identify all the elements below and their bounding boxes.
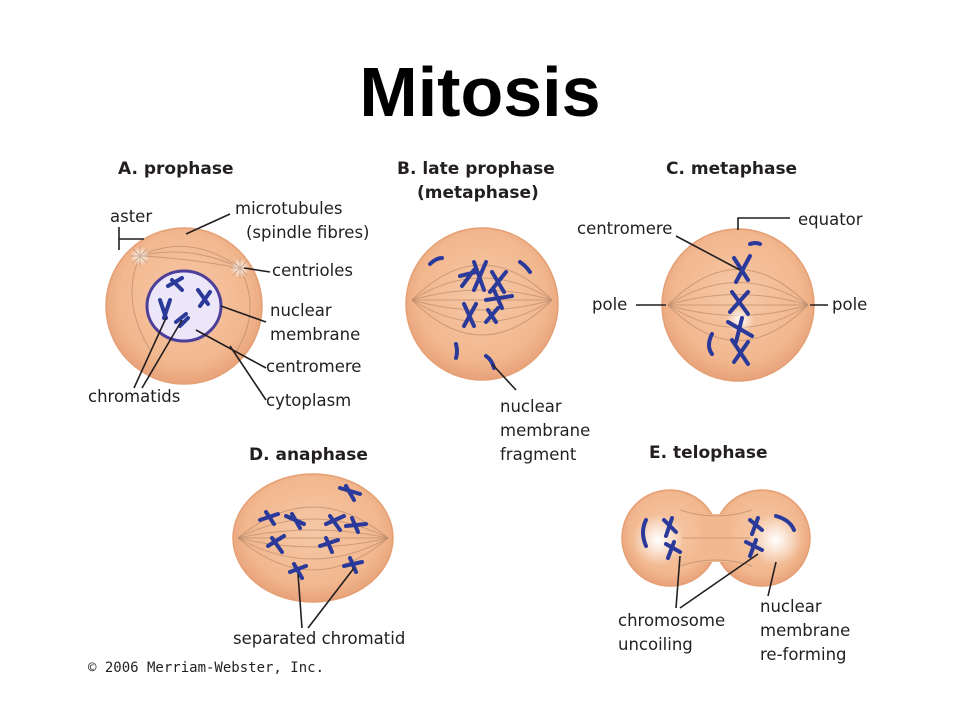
metaphase-leader-lines <box>636 217 828 306</box>
label-chromosome: chromosome <box>618 611 725 630</box>
anaphase-heading: D. anaphase <box>249 445 368 465</box>
late-prophase-heading-1: B. late prophase <box>397 159 555 179</box>
label-microtubules: microtubules <box>235 199 342 218</box>
centrioles <box>230 258 250 278</box>
anaphase-leader-lines <box>297 567 355 629</box>
late-prophase-spindle-fibres <box>411 264 553 336</box>
label-pole-left: pole <box>592 295 627 314</box>
prophase-stage: A. prophase <box>88 159 369 410</box>
late-prophase-cell <box>405 227 559 381</box>
label-membrane: membrane <box>270 325 360 344</box>
fragment-leader-line <box>491 363 517 391</box>
prophase-chromosomes <box>158 276 212 328</box>
metaphase-stage: C. metaphase centromere equator <box>577 159 867 382</box>
anaphase-chromatids <box>258 484 368 580</box>
label-nuclear: nuclear <box>270 301 332 320</box>
metaphase-heading: C. metaphase <box>666 159 797 179</box>
label-pole-right: pole <box>832 295 867 314</box>
label-fragment-2: membrane <box>500 421 590 440</box>
label-reforming-2: membrane <box>760 621 850 640</box>
copyright: © 2006 Merriam-Webster, Inc. <box>88 660 324 676</box>
nucleus-left <box>632 514 684 566</box>
prophase-nucleus <box>145 269 223 343</box>
label-aster: aster <box>110 207 152 226</box>
label-cytoplasm: cytoplasm <box>266 391 351 410</box>
telophase-chromosomes <box>641 514 796 560</box>
prophase-heading: A. prophase <box>118 159 233 179</box>
metaphase-chromosomes <box>707 241 762 366</box>
label-spindle-fibres: (spindle fibres) <box>246 223 369 242</box>
label-fragment-3: fragment <box>500 445 577 464</box>
label-reforming-3: re-forming <box>760 645 847 664</box>
label-centrioles: centrioles <box>272 261 353 280</box>
label-centromere-c: centromere <box>577 219 672 238</box>
telophase-stage: E. telophase chromosome uncoiling nuclea… <box>618 443 850 664</box>
page-title: Mitosis <box>359 53 601 131</box>
label-separated-chromatid: separated chromatid <box>233 629 405 648</box>
aster-left <box>130 246 150 266</box>
label-centromere-a: centromere <box>266 357 361 376</box>
late-prophase-heading-2: (metaphase) <box>417 183 539 203</box>
nucleus-right <box>750 514 802 566</box>
label-fragment-1: nuclear <box>500 397 562 416</box>
label-chromatids: chromatids <box>88 387 180 406</box>
label-uncoiling: uncoiling <box>618 635 693 654</box>
telophase-leader-lines <box>675 553 777 609</box>
telophase-heading: E. telophase <box>649 443 768 463</box>
late-prophase-chromosomes <box>458 260 514 328</box>
prophase-leader-lines <box>118 213 271 401</box>
anaphase-spindle-fibres <box>237 506 389 571</box>
label-equator: equator <box>798 210 863 229</box>
label-reforming-1: nuclear <box>760 597 822 616</box>
anaphase-stage: D. anaphase separated chromatid <box>232 445 405 648</box>
late-prophase-stage: B. late prophase (metaphase) nucl <box>397 159 590 464</box>
